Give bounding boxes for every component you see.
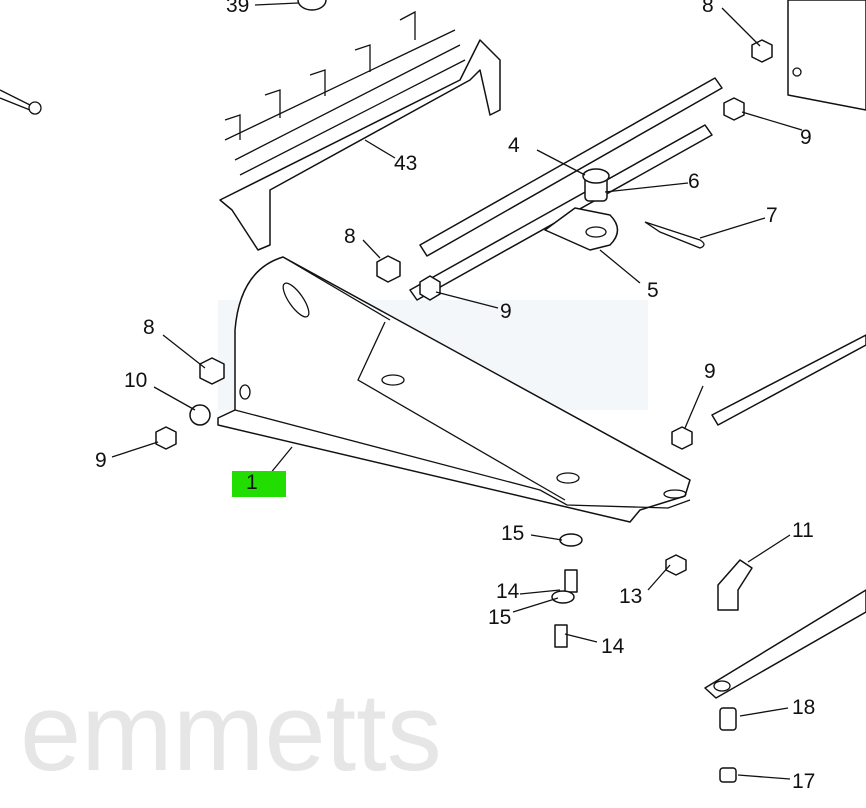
callout-1[interactable]: 1	[246, 471, 258, 494]
nut-17[interactable]	[719, 767, 737, 783]
nut-8[interactable]	[199, 357, 225, 385]
washer-10[interactable]	[189, 404, 211, 426]
callout-15[interactable]: 15	[501, 522, 524, 545]
callout-9[interactable]: 9	[800, 126, 812, 149]
callout-6[interactable]: 6	[688, 170, 700, 193]
part-7-clip[interactable]	[644, 221, 705, 249]
part-1-bracket[interactable]	[217, 256, 691, 523]
callout-43[interactable]: 43	[394, 152, 417, 175]
part-39[interactable]	[297, 0, 327, 11]
nut-9[interactable]	[723, 97, 745, 121]
part-6-pin[interactable]	[582, 168, 610, 202]
callout-7[interactable]: 7	[766, 204, 778, 227]
callout-11[interactable]: 11	[792, 519, 814, 542]
washer-15[interactable]	[559, 533, 583, 547]
nut-9[interactable]	[419, 275, 441, 301]
leader-lines	[111, 2, 803, 780]
washer-15[interactable]	[551, 590, 575, 604]
callout-18[interactable]: 18	[792, 696, 815, 719]
callout-9[interactable]: 9	[500, 300, 512, 323]
callout-14[interactable]: 14	[496, 580, 520, 603]
nut-8[interactable]	[376, 255, 401, 283]
callout-17[interactable]: 17	[792, 770, 815, 793]
nut-8[interactable]	[751, 39, 773, 63]
nut-13[interactable]	[665, 554, 687, 576]
bolt-14[interactable]	[564, 569, 578, 593]
callout-1-highlight	[232, 471, 286, 497]
callout-9[interactable]: 9	[704, 360, 716, 383]
nut-9[interactable]	[155, 426, 177, 450]
callout-14[interactable]: 14	[601, 635, 625, 658]
callout-5[interactable]: 5	[647, 279, 659, 302]
callout-8[interactable]: 8	[143, 316, 155, 339]
callout-8[interactable]: 8	[702, 0, 714, 17]
callout-15[interactable]: 15	[488, 606, 511, 629]
bolt-18[interactable]	[719, 707, 737, 731]
callout-10[interactable]: 10	[124, 369, 147, 392]
callout-8[interactable]: 8	[344, 225, 356, 248]
hardware[interactable]	[0, 0, 773, 783]
callouts: 39 8 9 43 4 6 7 8 5 9 8 10 9 1 9 11 15 1…	[95, 0, 815, 793]
callout-9[interactable]: 9	[95, 449, 107, 472]
bolt-14[interactable]	[554, 624, 568, 648]
callout-4[interactable]: 4	[508, 134, 520, 157]
side-panel	[787, 0, 866, 111]
nut-9[interactable]	[671, 426, 693, 450]
part-5-plate[interactable]	[544, 207, 619, 251]
part-43-bracket[interactable]	[219, 10, 501, 251]
fitting-11[interactable]	[717, 559, 753, 611]
watermark: emmetts	[20, 671, 442, 794]
part-strap[interactable]	[704, 589, 866, 699]
callout-13[interactable]: 13	[619, 585, 642, 608]
callout-39[interactable]: 39	[226, 0, 249, 17]
